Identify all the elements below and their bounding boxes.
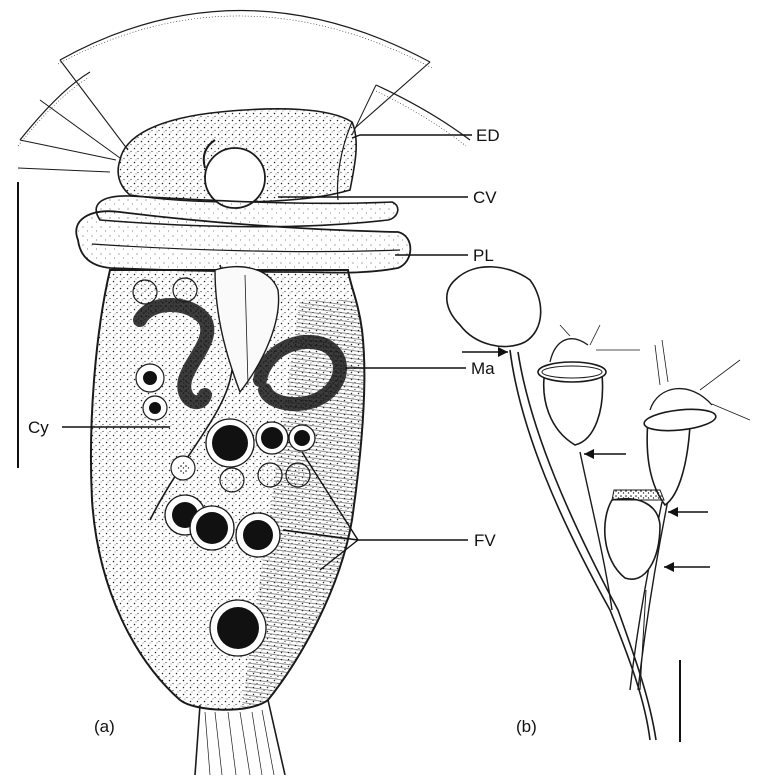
panel-b-drawing	[447, 267, 750, 742]
panel-label-b: (b)	[516, 718, 537, 735]
label-ed: ED	[476, 127, 500, 144]
zooid-4	[605, 499, 660, 579]
arrow-3	[668, 507, 708, 517]
arrow-2	[584, 449, 626, 459]
panel-a-drawing	[18, 10, 470, 775]
label-pl: PL	[473, 247, 494, 264]
contractile-vacuole	[205, 148, 265, 208]
label-ma: Ma	[471, 360, 495, 377]
label-fv: FV	[474, 532, 496, 549]
arrow-1	[462, 347, 508, 357]
arrow-4	[664, 562, 710, 572]
stalk-a	[195, 700, 285, 775]
label-cv: CV	[473, 189, 497, 206]
zooid-1	[447, 267, 541, 347]
label-cy: Cy	[28, 419, 49, 436]
panel-label-a: (a)	[94, 718, 115, 735]
